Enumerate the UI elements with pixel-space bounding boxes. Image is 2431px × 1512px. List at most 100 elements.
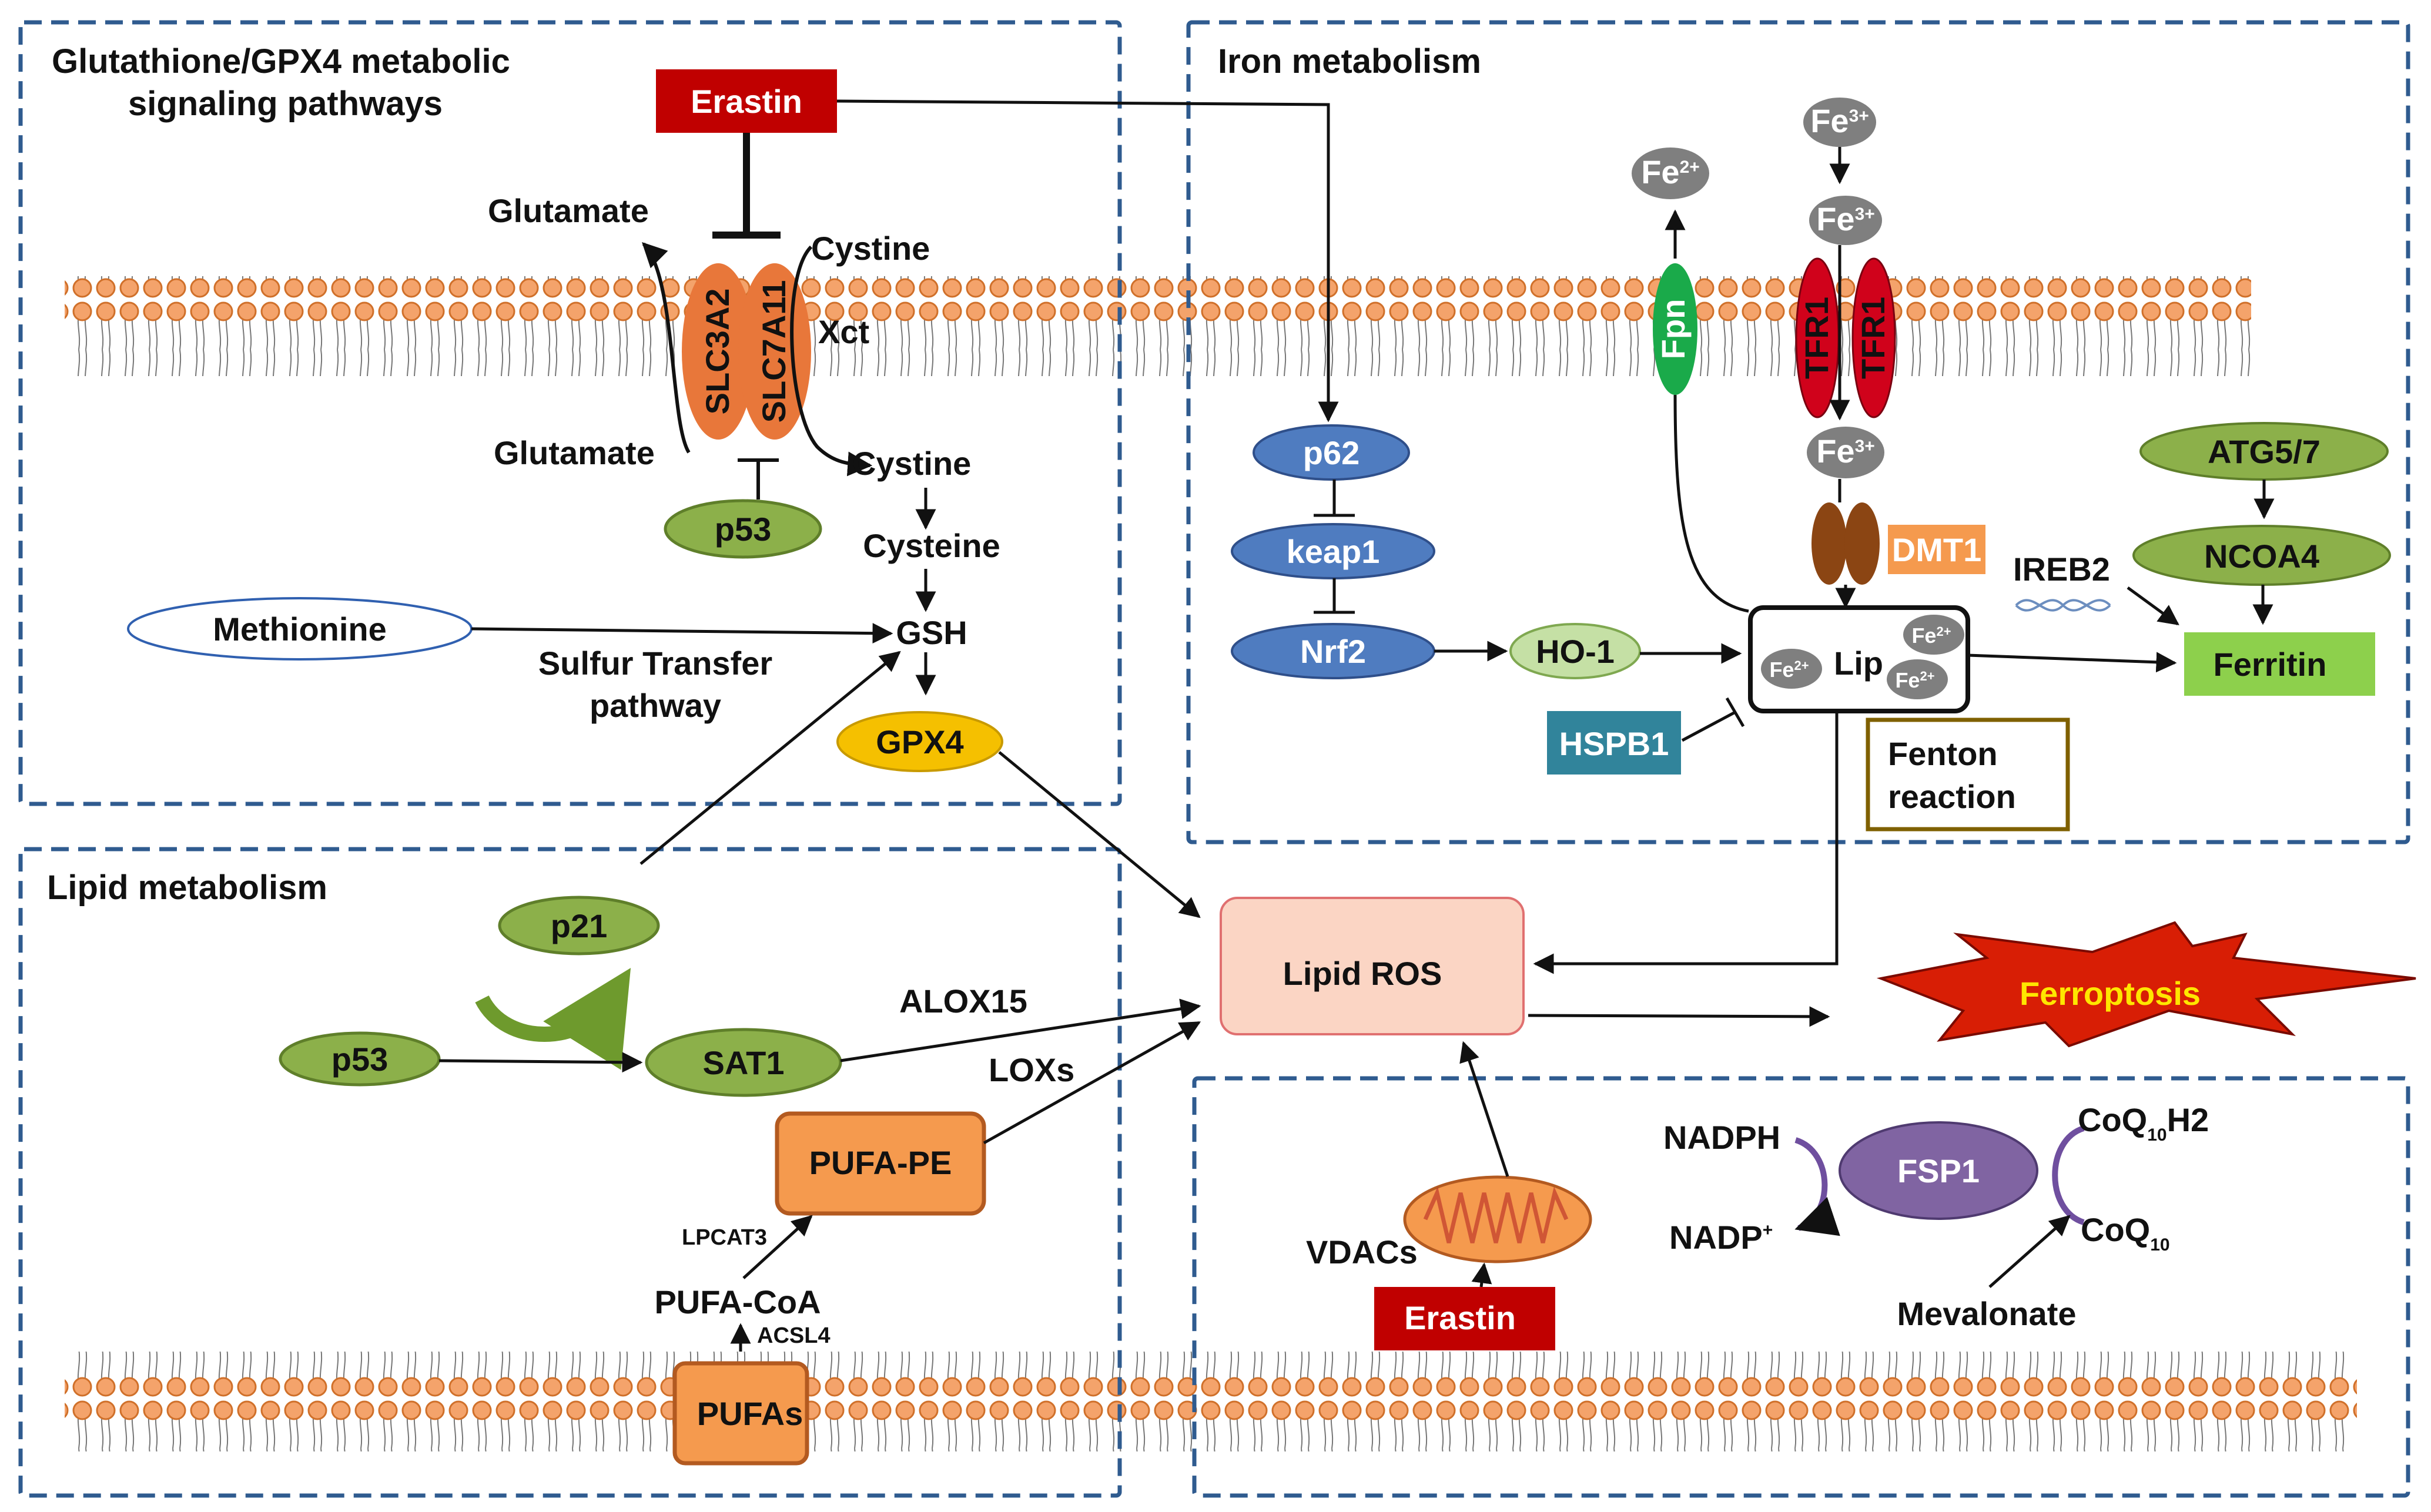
fenton-line1: Fenton xyxy=(1888,735,1998,772)
fsp1-node xyxy=(1839,1121,2038,1220)
panel-title-iron: Iron metabolism xyxy=(1218,42,1481,81)
ho1-node xyxy=(1509,623,1641,679)
panel-gsh xyxy=(18,20,1122,806)
fpn-protein xyxy=(1653,263,1697,395)
lip-fe2-left-label: Fe2+ xyxy=(1769,658,1809,682)
methionine-label: Methionine xyxy=(213,611,387,648)
sat1-node xyxy=(645,1028,842,1097)
lipid-ros-box xyxy=(1220,897,1525,1035)
p21-node xyxy=(498,896,660,956)
coq-bracket xyxy=(2052,1125,2085,1225)
coq10-label: CoQ10 xyxy=(2081,1211,2170,1255)
pufa-pe-label: PUFA-PE xyxy=(809,1144,952,1181)
cystine-inside: Cystine xyxy=(852,445,971,482)
ferritin-label: Ferritin xyxy=(2214,646,2327,683)
lip-to-fpn-line xyxy=(1673,394,1749,613)
nadph-label: NADPH xyxy=(1663,1119,1780,1156)
glutamate-outside: Glutamate xyxy=(488,192,649,229)
lip-to-ferritin-arrow xyxy=(1967,652,2177,673)
p53-node-gsh xyxy=(664,499,822,559)
slc3a2-protein xyxy=(682,263,755,440)
xct-label: Xct xyxy=(818,313,869,350)
p53-label-gsh: p53 xyxy=(715,511,772,548)
dmt1-box xyxy=(1888,525,1985,574)
p53-node-lipid xyxy=(279,1031,441,1087)
fenton-box xyxy=(1866,718,2070,832)
fenton-line2: reaction xyxy=(1888,778,2016,815)
atg57-label: ATG5/7 xyxy=(2208,433,2320,470)
fe3-in-node xyxy=(1807,427,1884,478)
slc7a11-label: SLC7A11 xyxy=(755,280,792,423)
ireb2-dna-icon xyxy=(2015,599,2111,612)
panel-title-lipid: Lipid metabolism xyxy=(47,869,327,907)
glutamate-export-arrow xyxy=(642,242,691,454)
lip-fe2-bottom-label: Fe2+ xyxy=(1895,668,1934,692)
slc3a2-label: SLC3A2 xyxy=(699,289,736,415)
fe3-out-node-1 xyxy=(1803,98,1876,147)
cystine-outside: Cystine xyxy=(811,230,930,267)
keap1-label: keap1 xyxy=(1287,533,1380,570)
pufas-box xyxy=(672,1361,809,1466)
cysteine-label: Cysteine xyxy=(863,527,1000,564)
mitochondrion-cristae xyxy=(1423,1186,1569,1243)
dmt1-protein-b xyxy=(1844,502,1880,585)
pufa-coa-label: PUFA-CoA xyxy=(654,1283,821,1320)
fe2-out-node xyxy=(1632,147,1709,199)
p62-node xyxy=(1253,424,1410,481)
sat1-to-ros-arrow xyxy=(840,998,1201,1062)
methionine-to-gsh-arrow xyxy=(471,623,893,644)
panel-title-gsh-line1: Glutathione/GPX4 metabolic xyxy=(52,42,510,81)
erastin-to-p62-line xyxy=(836,99,1339,423)
panel-title-gsh-line2: signaling pathways xyxy=(128,85,443,123)
lip-label: Lip xyxy=(1834,645,1883,682)
p21-label: p21 xyxy=(551,907,608,944)
pufa-pe-box xyxy=(775,1111,986,1216)
dmt1-protein-a xyxy=(1811,502,1847,585)
p53-to-p21-curved-arrow xyxy=(475,968,631,1070)
sulfur-transfer-line2: pathway xyxy=(590,687,721,724)
erastin-label-bottom: Erastin xyxy=(1404,1299,1516,1336)
gpx4-to-ros-arrow xyxy=(998,751,1201,918)
ho1-label: HO-1 xyxy=(1536,633,1615,670)
ros-to-ferroptosis-arrow xyxy=(1528,1006,1830,1027)
ireb2-label: IREB2 xyxy=(2013,551,2110,588)
lip-fe2-left xyxy=(1761,649,1822,689)
ferroptosis-burst xyxy=(1876,921,2416,1048)
pufa-pe-to-ros-arrow xyxy=(983,1021,1201,1145)
loxs-label: LOXs xyxy=(989,1051,1074,1088)
lip-fe2-bottom xyxy=(1887,659,1948,699)
erastin-label-top: Erastin xyxy=(691,83,802,120)
lip-fe2-top xyxy=(1903,615,1964,655)
fpn-label: Fpn xyxy=(1655,299,1692,360)
hspb1-box xyxy=(1547,711,1681,775)
mito-to-ros-arrow xyxy=(1459,1041,1509,1177)
mitochondrion-icon xyxy=(1403,1175,1592,1263)
erastin-box-top xyxy=(656,69,837,133)
erastin-box-bottom xyxy=(1374,1287,1555,1350)
fe3-out-label-2: Fe3+ xyxy=(1816,200,1875,237)
hspb1-label: HSPB1 xyxy=(1559,725,1669,762)
sulfur-transfer-line1: Sulfur Transfer xyxy=(538,645,772,682)
p53-label-lipid: p53 xyxy=(332,1041,389,1078)
nrf2-label: Nrf2 xyxy=(1300,633,1366,670)
fe2-out-label: Fe2+ xyxy=(1641,153,1700,190)
nadph-bracket xyxy=(1794,1137,1840,1236)
gpx4-node xyxy=(836,711,1003,772)
gsh-label: GSH xyxy=(896,614,967,651)
acsl4-label: ACSL4 xyxy=(757,1323,831,1348)
lipid-ros-label: Lipid ROS xyxy=(1283,955,1442,992)
nadp-label: NADP+ xyxy=(1669,1219,1773,1256)
p62-label: p62 xyxy=(1303,434,1360,471)
tfr1-protein-b xyxy=(1851,257,1896,418)
tfr1-label-b: TFR1 xyxy=(1854,297,1891,379)
cystine-import-arrow xyxy=(790,245,873,477)
membrane-bottom xyxy=(65,1352,2357,1451)
lpcat3-label: LPCAT3 xyxy=(682,1225,767,1250)
fe3-out-label-1: Fe3+ xyxy=(1810,102,1869,139)
coq10h2-label: CoQ10H2 xyxy=(2078,1101,2209,1145)
vdacs-label: VDACs xyxy=(1306,1233,1418,1270)
pufas-label: PUFAs xyxy=(697,1395,803,1432)
sat1-label: SAT1 xyxy=(703,1044,785,1081)
lip-fe2-top-label: Fe2+ xyxy=(1911,623,1951,648)
